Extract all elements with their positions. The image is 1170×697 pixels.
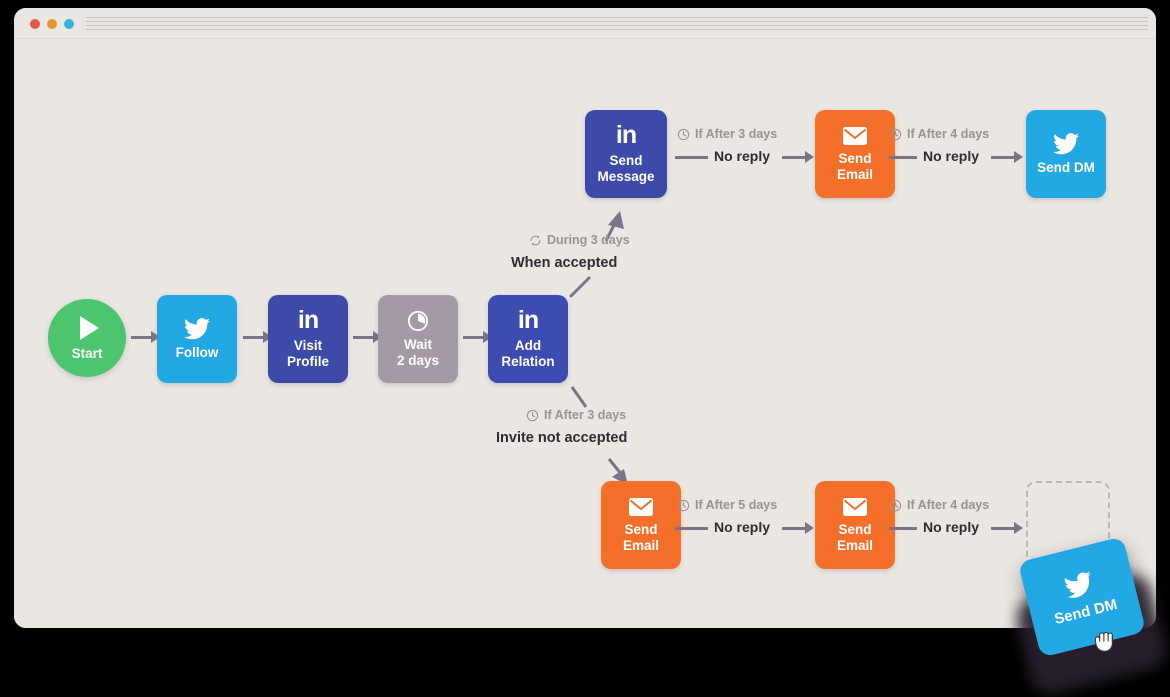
edge-condition-accepted-2: If After 4 days [889, 127, 989, 141]
node-add-relation[interactable]: in Add Relation [488, 295, 568, 383]
node-send-email-3[interactable]: Send Email [815, 481, 895, 569]
node-add-relation-label: Add Relation [501, 338, 555, 369]
clock-icon [526, 409, 539, 422]
clock-icon [889, 128, 902, 141]
connector-arrow [373, 331, 382, 343]
node-send-dm-label: Send DM [1037, 159, 1095, 175]
edge-condition-accepted-2-text: If After 4 days [907, 127, 990, 141]
play-icon [79, 315, 99, 340]
branch-accepted-condition: During 3 days [529, 233, 630, 247]
edge-condition-accepted-1-text: If After 3 days [695, 127, 778, 141]
titlebar-stripes [86, 17, 1148, 31]
window-titlebar [14, 8, 1156, 38]
node-follow-label: Follow [175, 344, 219, 360]
node-visit-profile[interactable]: in Visit Profile [268, 295, 348, 383]
node-wait[interactable]: Wait 2 days [378, 295, 458, 383]
connector-line [131, 336, 153, 339]
connector-arrow [1014, 522, 1023, 534]
connector-line [243, 336, 265, 339]
zoom-button[interactable] [64, 19, 74, 29]
drag-card-send-dm[interactable]: Send DM [1017, 536, 1147, 658]
close-button[interactable] [30, 19, 40, 29]
edge-label-accepted-2: No reply [923, 148, 980, 164]
node-start[interactable]: Start [48, 299, 126, 377]
minimize-button[interactable] [47, 19, 57, 29]
node-send-email-2[interactable]: Send Email [601, 481, 681, 569]
node-wait-label: Wait 2 days [396, 336, 440, 368]
linkedin-icon: in [517, 306, 539, 335]
node-send-email-2-label: Send Email [622, 521, 660, 553]
node-send-email-1-label: Send Email [836, 150, 874, 182]
timer-icon [407, 310, 429, 332]
connector-arrow [805, 151, 814, 163]
branch-accepted-connector [568, 211, 624, 299]
titlebar-divider [14, 38, 1156, 39]
linkedin-icon: in [615, 121, 637, 150]
branch-accepted-condition-text: During 3 days [547, 233, 630, 247]
edge-label-accepted-1: No reply [714, 148, 771, 164]
branch-not-accepted-label: Invite not accepted [496, 430, 628, 446]
loop-icon [529, 234, 542, 247]
connector-line [991, 527, 1016, 530]
connector-line [991, 156, 1016, 159]
clock-icon [677, 499, 690, 512]
branch-accepted-label: When accepted [511, 255, 618, 271]
node-send-email-1[interactable]: Send Email [815, 110, 895, 198]
connector-line [675, 156, 708, 159]
edge-condition-accepted-1: If After 3 days [677, 127, 777, 141]
envelope-icon [628, 497, 654, 517]
clock-icon [889, 499, 902, 512]
twitter-icon [1053, 132, 1079, 155]
connector-line [463, 336, 485, 339]
node-visit-profile-label: Visit Profile [286, 338, 329, 369]
twitter-icon [1063, 570, 1096, 600]
node-send-dm[interactable]: Send DM [1026, 110, 1106, 198]
edge-condition-not-accepted-1: If After 5 days [677, 498, 777, 512]
envelope-icon [842, 126, 868, 146]
edge-label-not-accepted-1: No reply [714, 519, 771, 535]
workflow-canvas[interactable]: Start Follow in Visit Profile Wai [14, 39, 1156, 628]
branch-not-accepted-condition: If After 3 days [526, 408, 626, 422]
connector-arrow [805, 522, 814, 534]
clock-icon [677, 128, 690, 141]
connector-line [353, 336, 375, 339]
twitter-icon [184, 317, 210, 340]
connector-line [889, 156, 917, 159]
envelope-icon [842, 497, 868, 517]
connector-line [889, 527, 917, 530]
connector-arrow [151, 331, 160, 343]
connector-arrow [263, 331, 272, 343]
grabbing-hand-cursor [1094, 631, 1113, 652]
edge-condition-not-accepted-2-text: If After 4 days [907, 498, 990, 512]
edge-condition-not-accepted-1-text: If After 5 days [695, 498, 778, 512]
node-follow[interactable]: Follow [157, 295, 237, 383]
linkedin-icon: in [297, 306, 319, 335]
node-send-message[interactable]: in Send Message [585, 110, 667, 198]
edge-condition-not-accepted-2: If After 4 days [889, 498, 989, 512]
connector-arrow [1014, 151, 1023, 163]
connector-line [782, 156, 807, 159]
edge-label-not-accepted-2: No reply [923, 519, 980, 535]
app-window: Start Follow in Visit Profile Wai [14, 8, 1156, 628]
node-send-message-label: Send Message [597, 153, 655, 184]
branch-not-accepted-condition-text: If After 3 days [544, 408, 627, 422]
node-send-email-3-label: Send Email [836, 521, 874, 553]
connector-arrow [483, 331, 492, 343]
node-start-label: Start [71, 345, 103, 361]
connector-line [675, 527, 708, 530]
connector-line [782, 527, 807, 530]
